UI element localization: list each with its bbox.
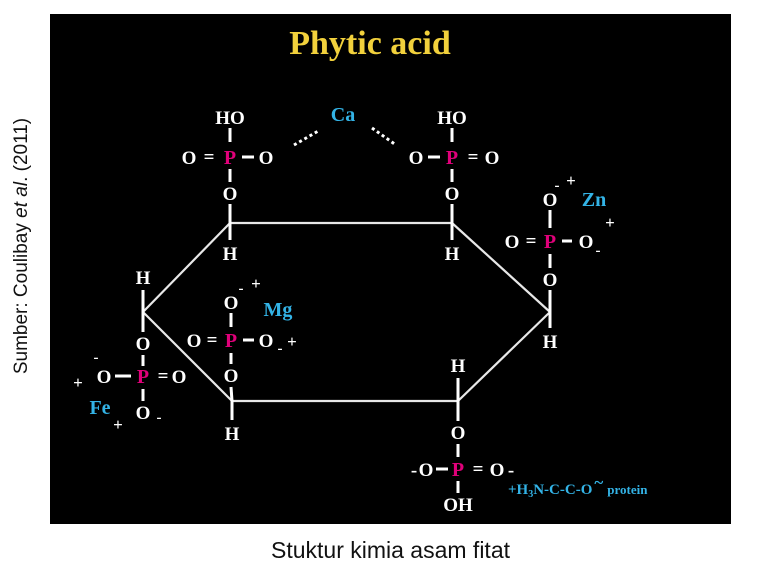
magnesium-label: Mg — [264, 299, 293, 321]
charge-minus: - — [555, 178, 560, 194]
oxygen-label: O — [490, 460, 505, 481]
charge-plus: + — [605, 213, 615, 232]
charge-minus: - — [94, 350, 99, 366]
double-bond-label: = — [207, 330, 218, 351]
double-bond-label: = — [468, 147, 479, 168]
hydrogen-label: H — [223, 244, 238, 265]
source-suffix: . (2011) — [11, 117, 33, 182]
oxygen-label: O — [136, 334, 151, 355]
ring-hydrogen-bottom-left: H — [225, 401, 240, 445]
phytic-acid-structure: Phytic acid HO O = P O O H Ca HO O P = — [73, 25, 648, 516]
phosphate-group-top-left: HO O = P O O H — [182, 108, 274, 265]
oxygen-label: O — [505, 232, 520, 253]
charge-minus: - — [508, 460, 514, 481]
oxygen-label: O — [224, 366, 239, 387]
phosphorus-label: P — [544, 231, 556, 253]
hydrogen-label: H — [451, 356, 466, 377]
phosphate-group-top-right: HO O P = O O H — [409, 108, 500, 265]
phosphorus-label: P — [224, 147, 236, 169]
ring-bond-upper-left — [142, 222, 231, 313]
oxygen-label: O — [445, 184, 460, 205]
source-prefix: Sumber: Coulibay — [11, 217, 33, 375]
protein-amine-label: +H3N-C-C-O~protein — [508, 473, 648, 500]
ring-bond-lower-left — [142, 311, 233, 402]
hydroxyl-label: OH — [443, 495, 473, 516]
hydrogen-label: H — [543, 332, 558, 353]
oxygen-label: O — [419, 460, 434, 481]
charge-plus: + — [287, 332, 297, 351]
charge-minus: - — [157, 410, 162, 426]
oxygen-label: O — [485, 148, 500, 169]
oxygen-label: O — [543, 270, 558, 291]
oxygen-label: O — [543, 190, 558, 211]
hydroxyl-label: HO — [437, 108, 467, 129]
zinc-label: Zn — [582, 189, 606, 211]
double-bond-label: = — [526, 231, 537, 252]
oxygen-label: O — [579, 232, 594, 253]
oxygen-label: O — [224, 293, 239, 314]
source-citation: Sumber: Coulibay et al. (2011) — [2, 36, 42, 456]
oxygen-label: O — [187, 331, 202, 352]
charge-minus: - — [596, 243, 601, 259]
ring-bond-upper-right — [451, 222, 551, 313]
source-italic: et al — [11, 181, 33, 218]
figure-caption: Stuktur kimia asam fitat — [270, 537, 511, 563]
diagram-title: Phytic acid — [289, 25, 451, 62]
hydrogen-label: H — [225, 424, 240, 445]
phosphorus-label: P — [137, 366, 149, 388]
ionic-interaction-left — [293, 128, 321, 147]
hydrogen-label: H — [136, 268, 151, 289]
phosphate-group-bottom-right: H O - O P = O - OH +H3N-C-C-O~protein — [411, 356, 648, 516]
oxygen-label: O — [136, 403, 151, 424]
double-bond-label: = — [473, 459, 484, 480]
cyclohexane-ring — [142, 221, 551, 403]
oxygen-label: O — [451, 423, 466, 444]
bond — [229, 386, 234, 402]
iron-label: Fe — [89, 397, 110, 419]
ring-bond-lower-right — [457, 311, 551, 402]
phosphate-group-center: O - + Mg O = P O - + O — [187, 274, 297, 402]
charge-minus: - — [411, 460, 417, 481]
charge-minus: - — [278, 341, 283, 357]
charge-plus: + — [73, 373, 83, 392]
hydroxyl-label: HO — [215, 108, 245, 129]
phosphorus-label: P — [452, 459, 464, 481]
charge-plus: + — [566, 171, 576, 190]
calcium-bridge: Ca — [293, 104, 397, 147]
charge-plus: + — [251, 274, 261, 293]
oxygen-label: O — [259, 331, 274, 352]
oxygen-label: O — [409, 148, 424, 169]
calcium-label: Ca — [331, 104, 355, 126]
charge-minus: - — [239, 281, 244, 297]
oxygen-label: O — [223, 184, 238, 205]
phosphate-group-right: O - + Zn O = P O - + O H — [505, 171, 615, 353]
diagram-panel: Phytic acid HO O = P O O H Ca HO O P = — [50, 14, 731, 524]
phosphate-group-left: H O - + O P = O Fe + O - — [73, 268, 186, 434]
ionic-interaction-right — [371, 126, 397, 147]
double-bond-label: = — [204, 147, 215, 168]
double-bond-label: = — [158, 366, 169, 387]
hydrogen-label: H — [445, 244, 460, 265]
oxygen-label: O — [172, 367, 187, 388]
oxygen-label: O — [182, 148, 197, 169]
charge-plus: + — [113, 415, 123, 434]
phosphorus-label: P — [446, 147, 458, 169]
phosphorus-label: P — [225, 330, 237, 352]
oxygen-label: O — [97, 367, 112, 388]
oxygen-label: O — [259, 148, 274, 169]
